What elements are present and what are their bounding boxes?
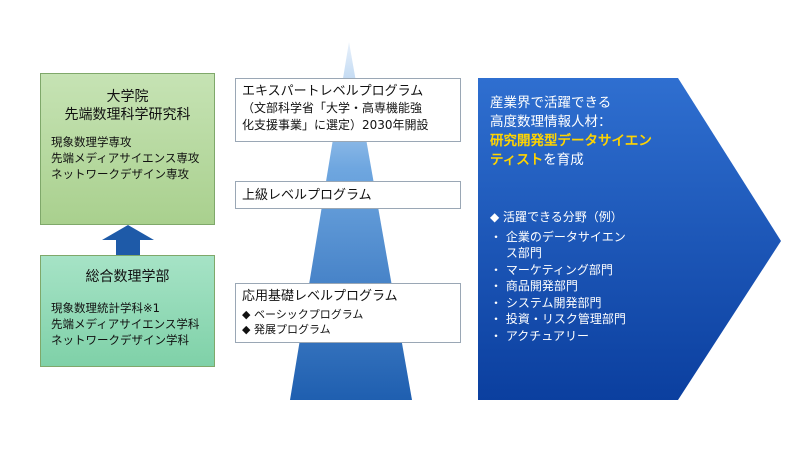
headline-last-line: ティストを育成 bbox=[490, 151, 700, 170]
fields-title: ◆ 活躍できる分野（例） bbox=[490, 210, 623, 224]
grad-school-box: 大学院 先端数理科学研究科 現象数理学専攻 先端メディアサイエンス専攻 ネットワ… bbox=[40, 73, 215, 225]
expert-program-note: 化支援事業」に選定）2030年開設 bbox=[242, 118, 429, 132]
headline-line: 産業界で活躍できる bbox=[490, 95, 612, 111]
field-item: ス部門 bbox=[490, 246, 542, 260]
headline-line: 高度数理情報人材： bbox=[490, 114, 612, 130]
faculty-box: 総合数理学部 現象数理統計学科※1 先端メディアサイエンス学科 ネットワークデザ… bbox=[40, 255, 215, 367]
fields-section: ◆ 活躍できる分野（例） ・ 企業のデータサイエン ス部門 ・ マーケティング部… bbox=[490, 209, 690, 344]
expert-program-box: エキスパートレベルプログラム （文部科学省「大学・高専機能強 化支援事業」に選定… bbox=[235, 78, 461, 142]
headline-suffix: を育成 bbox=[543, 152, 584, 168]
headline-highlight: ティスト bbox=[490, 152, 544, 168]
expert-program-title: エキスパートレベルプログラム bbox=[242, 84, 424, 99]
grad-school-majors: 現象数理学専攻 先端メディアサイエンス専攻 ネットワークデザイン専攻 bbox=[51, 134, 204, 182]
applied-program-box: 応用基礎レベルプログラム ◆ ベーシックプログラム ◆ 発展プログラム bbox=[235, 283, 461, 343]
advanced-program-title: 上級レベルプログラム bbox=[242, 188, 372, 203]
faculty-title: 総合数理学部 bbox=[85, 269, 170, 285]
major-item: 先端メディアサイエンス専攻 bbox=[51, 151, 200, 165]
right-arrow-shape bbox=[478, 78, 781, 400]
expert-program-note: （文部科学省「大学・高専機能強 bbox=[242, 101, 423, 115]
field-item: ・ 商品開発部門 bbox=[490, 279, 578, 293]
grad-school-title-line: 大学院 bbox=[106, 89, 149, 105]
applied-program-title: 応用基礎レベルプログラム bbox=[242, 289, 398, 304]
major-item: ネットワークデザイン専攻 bbox=[51, 167, 189, 181]
department-item: ネットワークデザイン学科 bbox=[51, 333, 189, 347]
arrow-headline: 産業界で活躍できる 高度数理情報人材： 研究開発型データサイエン ティストを育成 bbox=[490, 94, 700, 170]
field-item: ・ 企業のデータサイエン bbox=[490, 229, 626, 244]
department-item: 現象数理統計学科※1 bbox=[51, 301, 160, 315]
field-item: ・ アクチュアリー bbox=[490, 328, 589, 343]
faculty-departments: 現象数理統計学科※1 先端メディアサイエンス学科 ネットワークデザイン学科 bbox=[51, 300, 204, 348]
major-item: 現象数理学専攻 bbox=[51, 135, 132, 149]
grad-school-title: 大学院 先端数理科学研究科 bbox=[51, 88, 204, 124]
department-item: 先端メディアサイエンス学科 bbox=[51, 317, 200, 331]
advanced-program-box: 上級レベルプログラム bbox=[235, 181, 461, 209]
grad-school-title-line: 先端数理科学研究科 bbox=[64, 107, 191, 123]
field-item: ・ マーケティング部門 bbox=[490, 262, 613, 277]
applied-program-item: ◆ 発展プログラム bbox=[242, 323, 331, 336]
applied-program-item: ◆ ベーシックプログラム bbox=[242, 308, 364, 321]
headline-highlight: 研究開発型データサイエン bbox=[490, 133, 652, 149]
field-item: ・ 投資・リスク管理部門 bbox=[490, 312, 626, 326]
field-item: ・ システム開発部門 bbox=[490, 295, 602, 310]
up-arrow-icon bbox=[102, 225, 154, 255]
